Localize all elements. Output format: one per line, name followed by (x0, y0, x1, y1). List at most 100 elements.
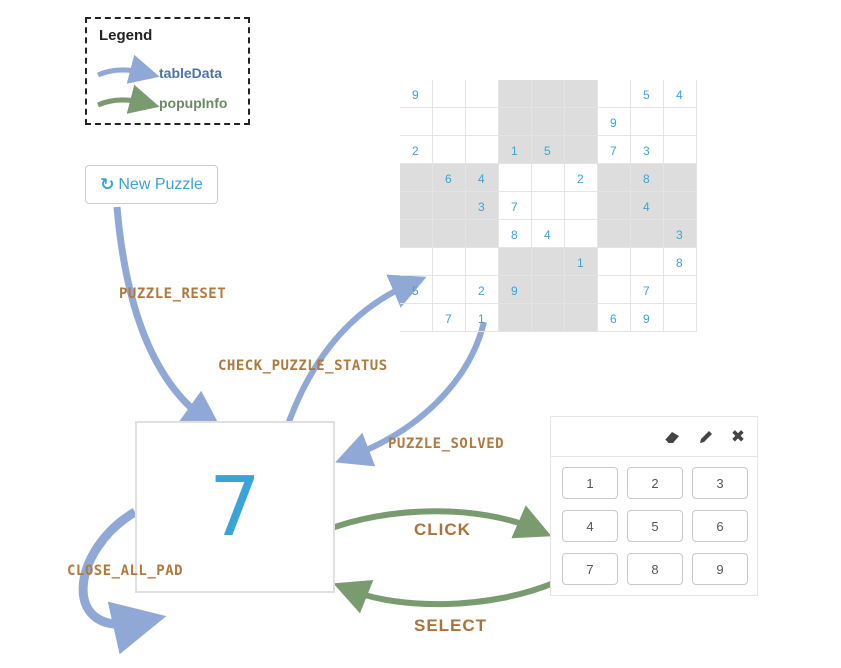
sudoku-cell[interactable] (598, 80, 631, 108)
sudoku-cell[interactable] (466, 108, 499, 136)
sudoku-cell[interactable]: 9 (400, 80, 433, 108)
sudoku-cell[interactable] (565, 304, 598, 332)
sudoku-cell[interactable] (565, 80, 598, 108)
sudoku-cell[interactable] (664, 136, 697, 164)
sudoku-cell[interactable]: 9 (631, 304, 664, 332)
sudoku-cell[interactable] (433, 220, 466, 248)
sudoku-cell[interactable] (433, 192, 466, 220)
number-key-3[interactable]: 3 (692, 467, 748, 499)
sudoku-cell[interactable] (400, 220, 433, 248)
sudoku-cell[interactable] (433, 80, 466, 108)
sudoku-cell[interactable]: 7 (598, 136, 631, 164)
sudoku-cell[interactable] (499, 304, 532, 332)
sudoku-cell[interactable]: 3 (631, 136, 664, 164)
sudoku-cell[interactable] (433, 136, 466, 164)
sudoku-cell[interactable] (400, 304, 433, 332)
sudoku-cell[interactable] (598, 276, 631, 304)
sudoku-cell[interactable] (499, 80, 532, 108)
number-key-7[interactable]: 7 (562, 553, 618, 585)
number-key-2[interactable]: 2 (627, 467, 683, 499)
sudoku-cell[interactable] (565, 192, 598, 220)
eraser-icon[interactable] (661, 426, 683, 448)
arrow-puzzle-solved (335, 321, 487, 467)
sudoku-cell[interactable] (598, 220, 631, 248)
sudoku-cell[interactable]: 1 (565, 248, 598, 276)
sudoku-cell[interactable] (664, 108, 697, 136)
number-key-6[interactable]: 6 (692, 510, 748, 542)
sudoku-cell[interactable] (400, 164, 433, 192)
sudoku-cell[interactable]: 9 (499, 276, 532, 304)
sudoku-cell[interactable] (532, 192, 565, 220)
sudoku-cell[interactable] (433, 276, 466, 304)
sudoku-cell[interactable]: 2 (400, 136, 433, 164)
number-key-5[interactable]: 5 (627, 510, 683, 542)
sudoku-cell[interactable] (433, 108, 466, 136)
sudoku-cell[interactable]: 5 (400, 276, 433, 304)
sudoku-cell[interactable]: 6 (598, 304, 631, 332)
sudoku-cell[interactable] (400, 108, 433, 136)
sudoku-cell[interactable] (532, 248, 565, 276)
number-key-4[interactable]: 4 (562, 510, 618, 542)
sudoku-cell[interactable]: 4 (664, 80, 697, 108)
sudoku-cell[interactable] (631, 220, 664, 248)
number-key-9[interactable]: 9 (692, 553, 748, 585)
sudoku-cell[interactable] (499, 164, 532, 192)
sudoku-cell[interactable] (565, 220, 598, 248)
sudoku-cell[interactable] (565, 136, 598, 164)
sudoku-cell[interactable]: 3 (664, 220, 697, 248)
number-key-1[interactable]: 1 (562, 467, 618, 499)
sudoku-cell[interactable] (499, 248, 532, 276)
sudoku-cell[interactable] (400, 192, 433, 220)
sudoku-cell[interactable]: 3 (466, 192, 499, 220)
sudoku-cell[interactable]: 5 (631, 80, 664, 108)
sudoku-cell[interactable] (664, 276, 697, 304)
sudoku-cell[interactable]: 9 (598, 108, 631, 136)
sudoku-cell[interactable]: 4 (532, 220, 565, 248)
sudoku-cell[interactable] (631, 108, 664, 136)
sudoku-cell[interactable]: 1 (466, 304, 499, 332)
sudoku-cell[interactable]: 8 (499, 220, 532, 248)
sudoku-cell[interactable] (631, 248, 664, 276)
sudoku-cell[interactable]: 8 (664, 248, 697, 276)
sudoku-cell[interactable]: 7 (631, 276, 664, 304)
pencil-icon[interactable] (695, 426, 717, 448)
sudoku-cell[interactable] (598, 248, 631, 276)
sudoku-cell[interactable] (532, 108, 565, 136)
sudoku-cell[interactable] (598, 192, 631, 220)
number-key-8[interactable]: 8 (627, 553, 683, 585)
sudoku-cell[interactable]: 8 (631, 164, 664, 192)
sudoku-cell[interactable] (664, 164, 697, 192)
sudoku-cell[interactable] (664, 192, 697, 220)
legend-arrow-tabledata (96, 54, 160, 84)
sudoku-cell[interactable]: 1 (499, 136, 532, 164)
sudoku-cell[interactable] (532, 164, 565, 192)
refresh-icon: ↻ (100, 174, 115, 194)
sudoku-cell[interactable] (499, 108, 532, 136)
sudoku-cell[interactable]: 7 (433, 304, 466, 332)
legend-label-popupinfo: popupInfo (159, 95, 228, 111)
sudoku-cell[interactable] (532, 80, 565, 108)
sudoku-cell[interactable]: 4 (466, 164, 499, 192)
sudoku-cell[interactable] (466, 248, 499, 276)
sudoku-cell[interactable] (565, 276, 598, 304)
sudoku-cell[interactable] (466, 136, 499, 164)
sudoku-cell[interactable]: 2 (466, 276, 499, 304)
sudoku-cell[interactable]: 6 (433, 164, 466, 192)
selected-cell[interactable]: 7 (135, 421, 335, 593)
sudoku-cell[interactable] (532, 276, 565, 304)
sudoku-cell[interactable]: 7 (499, 192, 532, 220)
close-icon[interactable]: ✖ (730, 427, 746, 446)
sudoku-cell[interactable] (598, 164, 631, 192)
sudoku-cell[interactable] (433, 248, 466, 276)
sudoku-cell[interactable] (466, 80, 499, 108)
sudoku-cell[interactable]: 5 (532, 136, 565, 164)
sudoku-cell[interactable] (565, 108, 598, 136)
sudoku-cell[interactable] (532, 304, 565, 332)
sudoku-cell[interactable] (466, 220, 499, 248)
sudoku-cell[interactable] (400, 248, 433, 276)
new-puzzle-button[interactable]: ↻ New Puzzle (85, 165, 218, 204)
sudoku-cell[interactable] (664, 304, 697, 332)
sudoku-cell[interactable]: 2 (565, 164, 598, 192)
sudoku-cell[interactable]: 4 (631, 192, 664, 220)
